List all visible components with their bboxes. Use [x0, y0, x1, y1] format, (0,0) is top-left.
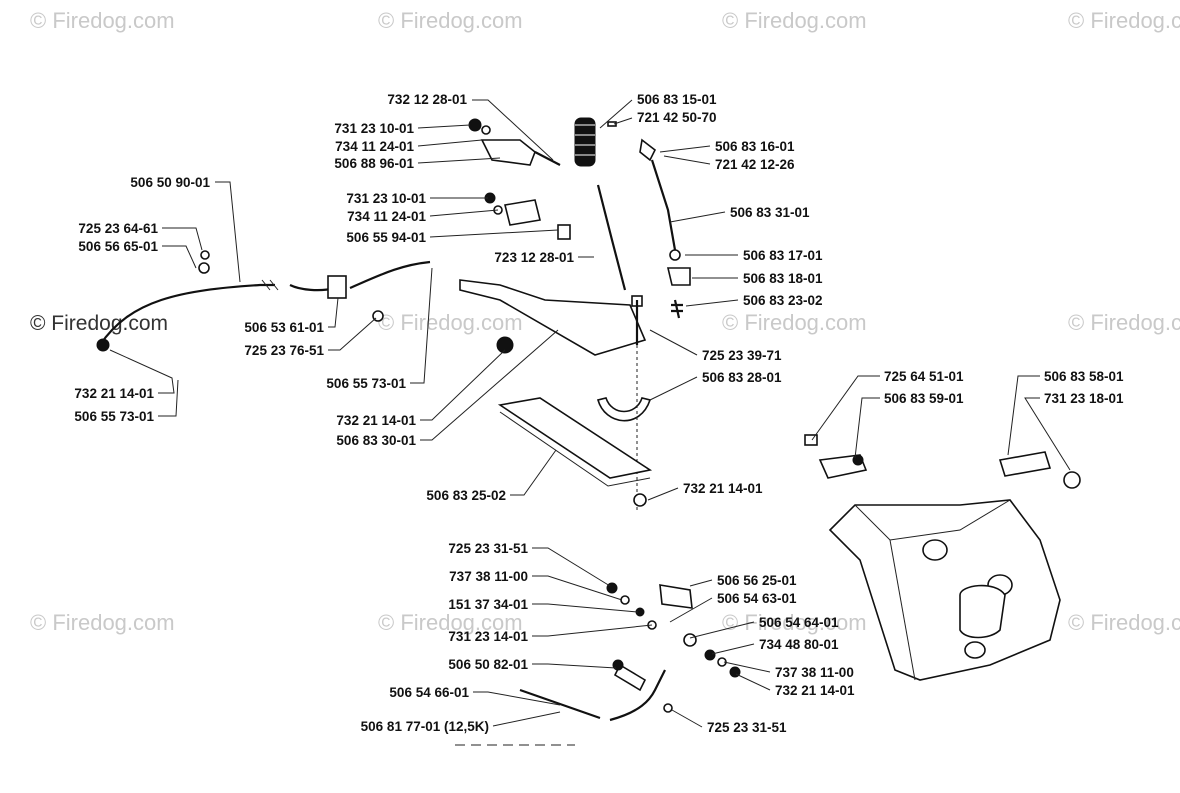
watermark: © Firedog.com: [30, 610, 175, 635]
bracket-icon: [480, 139, 536, 166]
throttle-cable-icon: [519, 669, 666, 722]
part-label: 506 54 63-01: [717, 591, 797, 606]
watermark: © Firedog.com: [378, 8, 523, 33]
part-label: 151 37 34-01: [448, 597, 528, 612]
watermark: © Firedog.com: [722, 610, 867, 635]
clip-icon: [666, 267, 691, 286]
part-label: 506 88 96-01: [334, 156, 414, 171]
part-label: 721 42 50-70: [637, 110, 717, 125]
part-label: 506 55 73-01: [74, 409, 154, 424]
housing-icon: [828, 499, 1061, 681]
part-label: 734 11 24-01: [347, 209, 426, 224]
watermark: © Firedog.com: [378, 610, 523, 635]
part-label: 506 50 82-01: [448, 657, 528, 672]
part-label: 734 11 24-01: [335, 139, 414, 154]
watermark: © Firedog.com: [722, 310, 867, 335]
part-label: 506 53 61-01: [244, 320, 324, 335]
bracket-icon: [504, 199, 541, 226]
part-label: 725 23 64-61: [78, 221, 158, 236]
part-label: 506 81 77-01 (12,5K): [361, 719, 489, 734]
part-label: 725 23 76-51: [244, 343, 324, 358]
part-label: 731 23 14-01: [448, 629, 528, 644]
part-label: 506 83 15-01: [637, 92, 717, 107]
bracket-icon: [998, 451, 1052, 477]
watermark: © Firedog.com: [378, 310, 523, 335]
part-label: 506 83 58-01: [1044, 369, 1124, 384]
part-label: 732 21 14-01: [336, 413, 416, 428]
part-label: 506 56 25-01: [717, 573, 797, 588]
watermark: © Firedog.com: [722, 8, 867, 33]
cable-clamp-icon: [327, 275, 347, 299]
part-label: 725 23 31-51: [707, 720, 787, 735]
watermark: © Firedog.com: [30, 8, 175, 33]
part-label: 506 55 73-01: [326, 376, 406, 391]
part-label: 732 21 14-01: [683, 481, 763, 496]
part-label: 506 83 23-02: [743, 293, 823, 308]
part-label: 737 38 11-00: [449, 569, 528, 584]
part-label: 725 64 51-01: [884, 369, 964, 384]
lever-icon: [596, 184, 627, 291]
part-label: 506 83 16-01: [715, 139, 795, 154]
parts-artwork: [96, 117, 1081, 746]
part-label: 506 83 59-01: [884, 391, 964, 406]
part-label: 731 23 18-01: [1044, 391, 1124, 406]
part-label: 506 83 28-01: [702, 370, 782, 385]
part-label: 506 83 30-01: [336, 433, 416, 448]
part-label: 506 83 31-01: [730, 205, 810, 220]
part-label: 506 83 18-01: [743, 271, 823, 286]
part-label: 723 12 28-01: [494, 250, 574, 265]
main-lever-icon: [459, 279, 647, 356]
part-label: 506 55 94-01: [346, 230, 426, 245]
part-label: 734 48 80-01: [759, 637, 839, 652]
spring-grip-icon: [574, 117, 596, 167]
watermarks: © Firedog.com © Firedog.com © Firedog.co…: [30, 8, 1180, 635]
part-label: 731 23 10-01: [334, 121, 414, 136]
part-label: 732 21 14-01: [74, 386, 154, 401]
part-label: 506 83 25-02: [426, 488, 506, 503]
clamp-icon: [597, 397, 652, 422]
part-label: 506 50 90-01: [130, 175, 210, 190]
part-label: 737 38 11-00: [775, 665, 854, 680]
part-label: 731 23 10-01: [346, 191, 426, 206]
part-label: 506 54 64-01: [759, 615, 839, 630]
watermark: © Firedog.com: [1068, 610, 1180, 635]
plate-icon: [497, 397, 653, 479]
part-labels: 732 12 28-01 731 23 10-01 734 11 24-01 5…: [74, 92, 1124, 735]
leader-lines: [109, 99, 1071, 728]
part-label: 721 42 12-26: [715, 157, 795, 172]
part-label: 506 56 65-01: [78, 239, 158, 254]
watermark: © Firedog.com: [30, 312, 168, 335]
watermark: © Firedog.com: [1068, 8, 1180, 33]
part-label: 732 12 28-01: [387, 92, 467, 107]
part-label: 732 21 14-01: [775, 683, 855, 698]
part-label: 725 23 39-71: [702, 348, 782, 363]
part-label: 506 54 66-01: [389, 685, 469, 700]
part-label: 725 23 31-51: [448, 541, 528, 556]
part-label: 506 83 17-01: [743, 248, 823, 263]
watermark: © Firedog.com: [1068, 310, 1180, 335]
